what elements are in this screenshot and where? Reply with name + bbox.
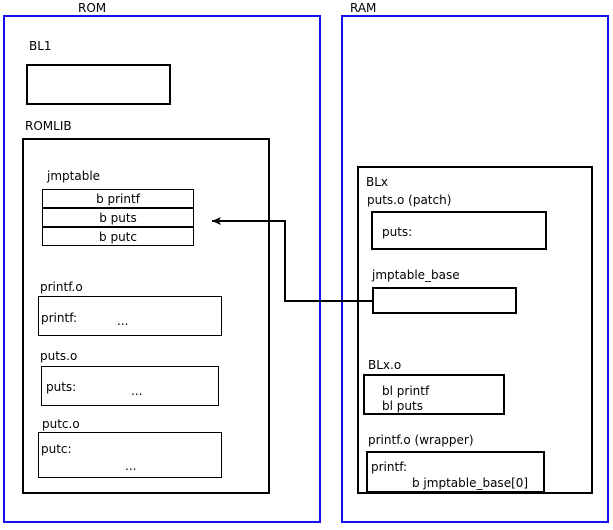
romlib-putc-ellipsis: ... [125,459,137,473]
jmptable-row-1: b puts [42,208,194,227]
romlib-putc-o-label: putc.o [42,417,80,431]
romlib-printf-symbol: printf: [41,311,78,325]
printf-wrapper-label: printf.o (wrapper) [368,433,474,447]
jmptable-label: jmptable [47,169,101,183]
romlib-label: ROMLIB [25,119,72,133]
blx-o-line1: bl printf [382,384,430,398]
blx-puts-patch-label: puts.o (patch) [367,193,452,207]
bl1-label: BL1 [29,39,52,53]
romlib-printf-ellipsis: ... [117,314,129,328]
ram-region-label: RAM [350,1,377,15]
blx-o-box [363,374,505,415]
printf-wrapper-symbol: printf: [371,460,408,474]
romlib-printf-o-label: printf.o [40,280,83,294]
romlib-putc-o-box [38,432,222,478]
blx-label: BLx [366,175,389,189]
jmptable-base-box [372,287,517,314]
jmptable-row-2: b putc [42,227,194,246]
blx-o-label: BLx.o [368,358,402,372]
bl1-box [26,64,171,105]
romlib-puts-o-box [41,366,219,406]
romlib-puts-ellipsis: ... [131,384,143,398]
romlib-putc-symbol: putc: [41,442,72,456]
jmptable-base-label: jmptable_base [372,268,460,282]
romlib-puts-symbol: puts: [46,380,77,394]
romlib-puts-o-label: puts.o [40,349,78,363]
jmptable-row-1-text: b puts [99,210,137,225]
jmptable-row-2-text: b putc [99,229,137,244]
printf-wrapper-branch: b jmptable_base[0] [412,476,529,490]
blx-puts-patch-box [371,211,547,250]
blx-puts-patch-symbol: puts: [382,225,413,239]
printf-wrapper-box [366,451,545,493]
jmptable-row-0: b printf [42,189,194,208]
romlib-printf-o-box [38,296,222,336]
jmptable-row-0-text: b printf [96,191,140,206]
blx-o-line2: bl puts [382,399,423,413]
rom-region-label: ROM [78,1,107,15]
